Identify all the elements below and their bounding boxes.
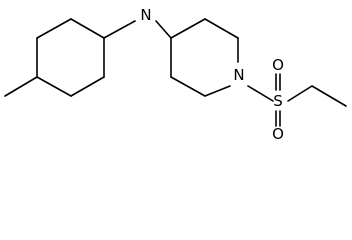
amine-linker: N bbox=[103, 6, 172, 39]
ethylsulfonyl-group: S O O bbox=[247, 56, 347, 142]
cyclohexane-bond bbox=[70, 76, 105, 97]
piperidine-bond bbox=[204, 18, 239, 39]
sulfur-atom-label: S bbox=[273, 92, 283, 110]
s-c-bond bbox=[287, 85, 313, 102]
n-c-bond bbox=[155, 20, 172, 39]
cyclohexane-bond bbox=[36, 18, 72, 39]
cyclohexane-bond bbox=[70, 18, 105, 39]
oxygen-upper-atom-label: O bbox=[272, 56, 284, 74]
methylcyclohexane-group bbox=[4, 18, 105, 97]
n-s-bond bbox=[247, 85, 274, 102]
piperidine-bond bbox=[170, 76, 206, 97]
chemical-structure-diagram: N N S O O bbox=[4, 6, 347, 142]
cyclohexane-bond bbox=[36, 76, 72, 97]
ring-n-atom-label: N bbox=[233, 66, 244, 84]
piperidine-ring: N bbox=[170, 18, 245, 97]
c-n-bond bbox=[103, 20, 136, 39]
nh-atom-label: N bbox=[140, 6, 151, 24]
piperidine-bond bbox=[204, 85, 231, 97]
ethyl-bond bbox=[311, 85, 347, 107]
piperidine-bond bbox=[170, 18, 206, 39]
methyl-bond bbox=[4, 76, 38, 97]
oxygen-lower-atom-label: O bbox=[272, 125, 284, 142]
